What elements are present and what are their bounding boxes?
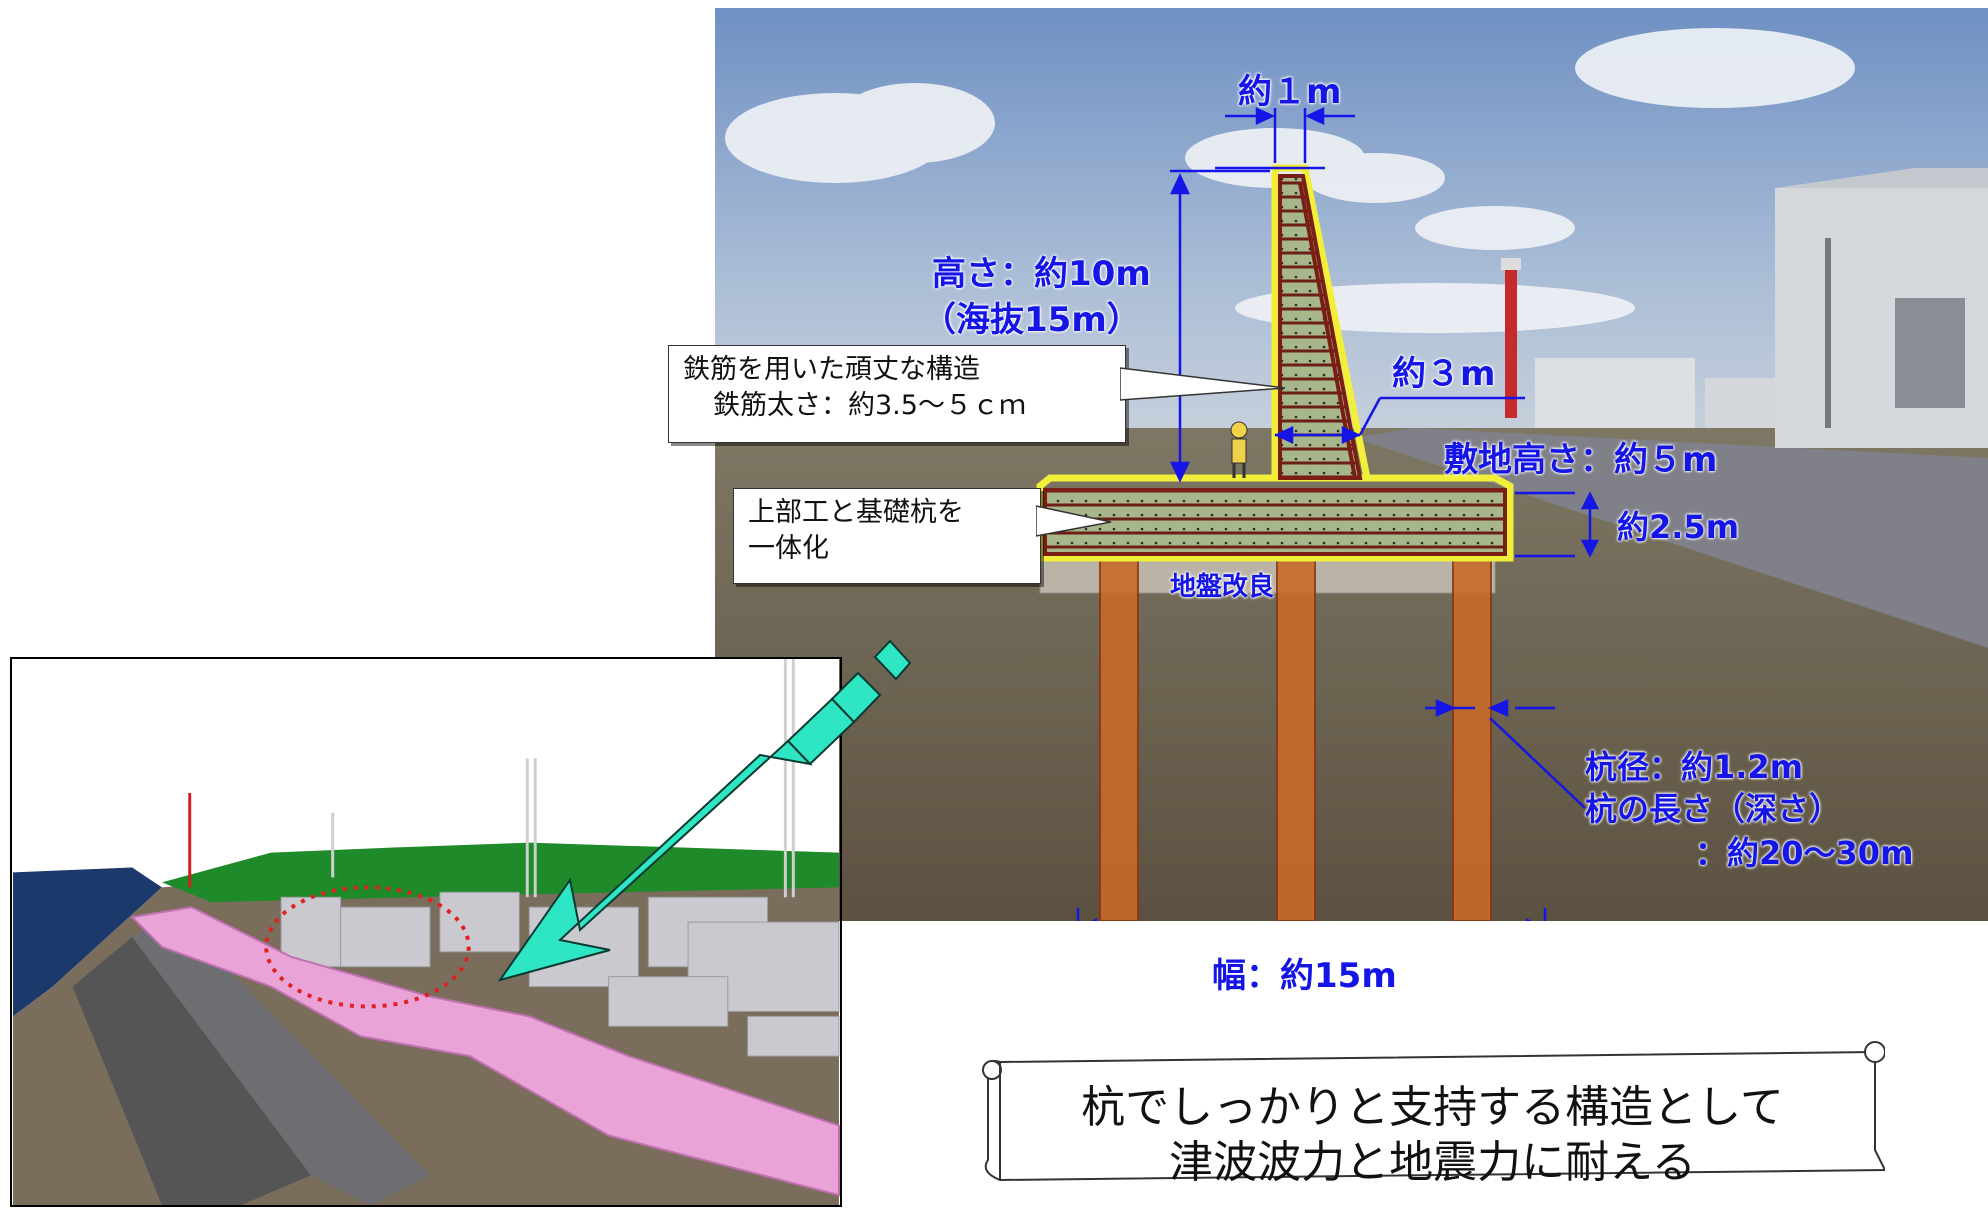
label-pile-length: 杭の長さ（深さ） [1585, 790, 1842, 828]
callout-rebar-pointer [1120, 367, 1286, 401]
summary-scroll: 杭でしっかりと支持する構造として 津波波力と地震力に耐える [980, 1040, 1885, 1190]
seawall-3d [130, 906, 840, 1197]
summary-text: 杭でしっかりと支持する構造として 津波波力と地震力に耐える [980, 1080, 1885, 1190]
pile-right [1452, 527, 1492, 921]
callout-rebar-structure: 鉄筋を用いた頑丈な構造 鉄筋太さ：約3.5～５ｃｍ [668, 345, 1126, 443]
label-top-width: 約１m [1238, 72, 1342, 112]
pile-left [1099, 527, 1139, 921]
road [1355, 428, 1988, 648]
building [1535, 358, 1695, 428]
callout-integrate: 上部工と基礎杭を 一体化 [733, 488, 1041, 584]
callout-rebar-line1: 鉄筋を用いた頑丈な構造 [683, 354, 980, 385]
label-pile-diameter: 杭径：約1.2m [1585, 748, 1804, 786]
buildings [280, 891, 840, 1057]
label-base-width: 幅：約15m [1212, 956, 1397, 996]
callout-integrate-pointer [1036, 505, 1112, 537]
label-pile-length-value: ：約20～30m [1695, 834, 1914, 872]
pointer-arrow [497, 639, 912, 982]
towers [331, 659, 795, 898]
pile-center [1276, 527, 1316, 921]
callout-rebar-line2: 鉄筋太さ：約3.5～５ｃｍ [713, 390, 1026, 421]
scroll-frame [982, 1041, 1885, 1182]
summary-line1: 杭でしっかりと支持する構造として [1081, 1082, 1784, 1133]
callout-integrate-line1: 上部工と基礎杭を [748, 497, 964, 528]
callout-integrate-line2: 一体化 [748, 533, 829, 564]
label-height: 高さ：約10m [932, 254, 1151, 294]
highlight-circle [264, 885, 471, 1009]
label-mid-width: 約３m [1392, 354, 1496, 394]
sea [13, 867, 162, 1017]
chimney [1505, 258, 1517, 418]
label-slab-thickness: 約2.5m [1617, 508, 1740, 546]
label-site-height: 敷地高さ：約５m [1444, 440, 1718, 480]
seawall-3d-render [10, 657, 842, 1207]
summary-line2: 津波波力と地震力に耐える [1169, 1137, 1696, 1188]
label-ground-improve: 地盤改良 [1170, 572, 1275, 602]
person-icon [1230, 421, 1248, 478]
label-height-sea: （海抜15m） [922, 300, 1141, 340]
clouds [725, 28, 1855, 333]
dimension-lines [1076, 107, 1600, 921]
slab [1043, 488, 1507, 556]
